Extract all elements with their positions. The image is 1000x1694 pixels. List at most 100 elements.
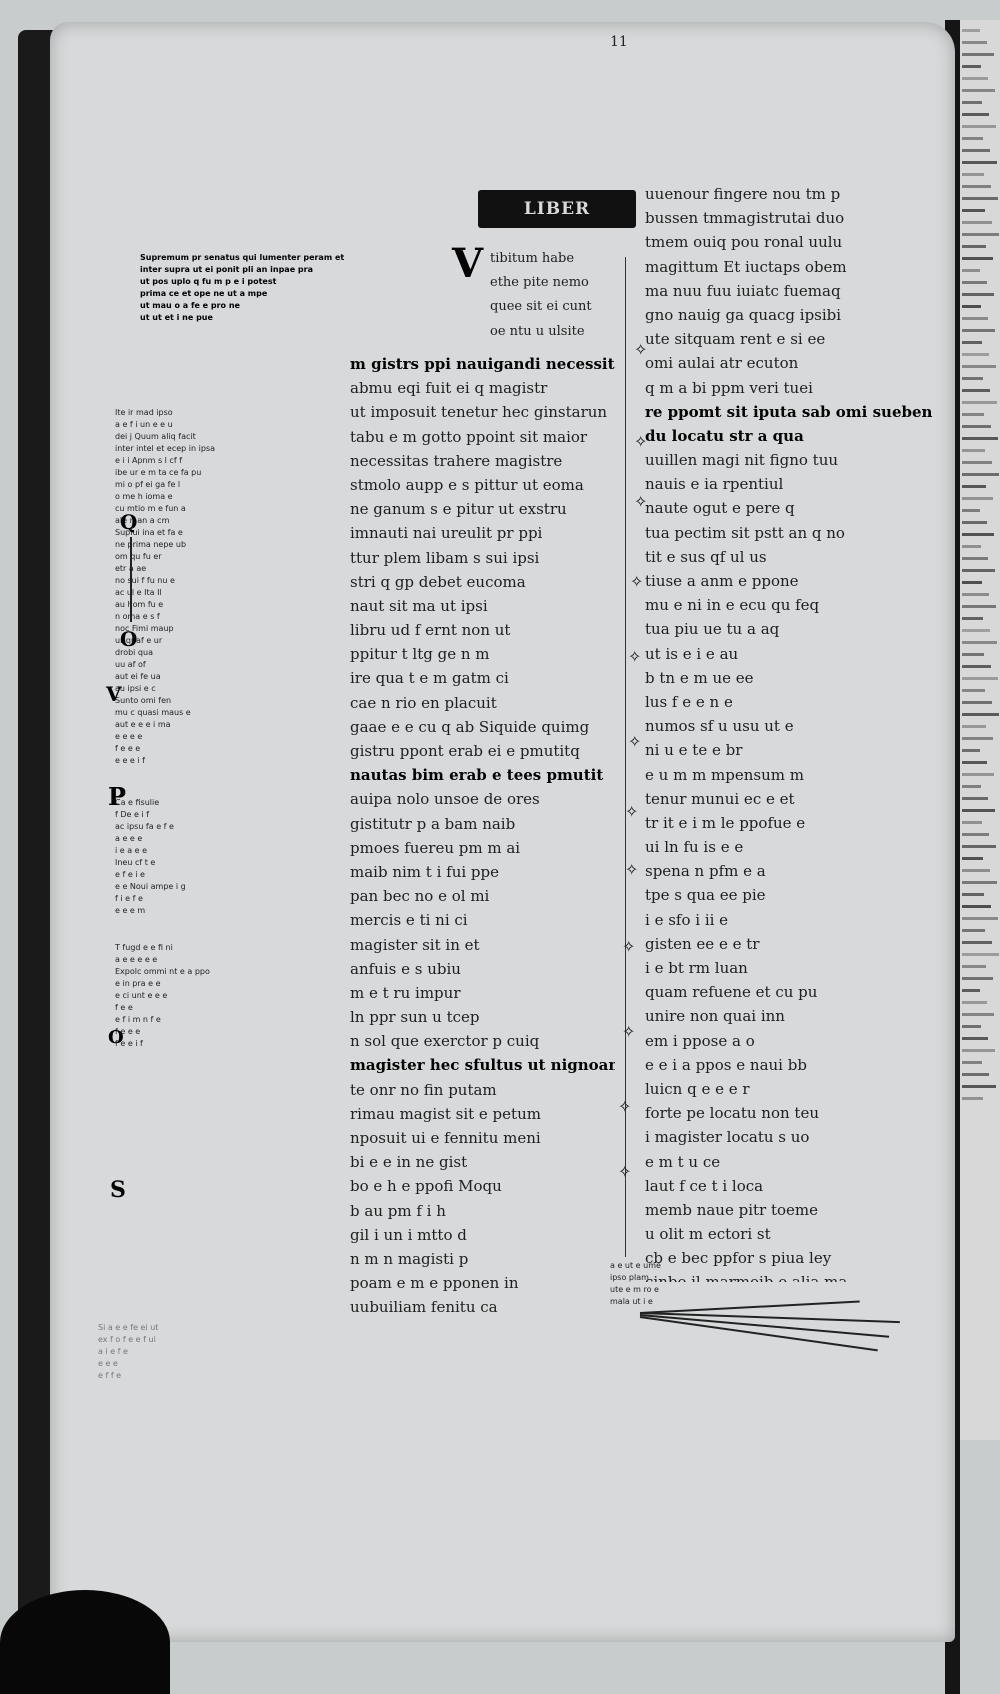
text-line: ni u e te e br bbox=[645, 741, 743, 760]
facing-page-strip bbox=[960, 20, 1000, 1440]
gloss-line: om qu fu er bbox=[115, 552, 162, 561]
text-line: tit e sus qf ul us bbox=[645, 547, 767, 566]
facing-page-line bbox=[962, 833, 989, 836]
gloss-line: n oma e s f bbox=[115, 612, 160, 621]
paragraph-marker: ✧ bbox=[634, 340, 648, 359]
facing-page-line bbox=[962, 377, 983, 380]
gloss-line: inter supra ut ei ponit pli an inpae pra bbox=[140, 265, 313, 274]
text-line: nposuit ui e fennitu meni bbox=[350, 1129, 541, 1147]
text-line: m e t ru impur bbox=[350, 983, 461, 1002]
facing-page-line bbox=[962, 965, 986, 968]
column-left-opening: tibitum habe ethe pite nemo quee sit ei … bbox=[490, 251, 592, 339]
gloss-line: Sunto omi fen bbox=[115, 696, 172, 705]
facing-page-line bbox=[962, 53, 994, 56]
gloss-line: mi o pf ei ga fe l bbox=[115, 480, 181, 489]
gloss-line: e e e bbox=[98, 1359, 118, 1368]
text-line: necessitas trahere magistre bbox=[350, 451, 563, 470]
facing-page-line bbox=[962, 989, 980, 992]
text-line: b tn e m ue ee bbox=[645, 668, 754, 687]
gloss-line: uu af of bbox=[115, 660, 146, 669]
facing-page-line bbox=[962, 233, 999, 236]
paragraph-marker: ✧ bbox=[625, 860, 639, 879]
facing-page-line bbox=[962, 401, 997, 404]
gloss-initial-s: S bbox=[110, 1177, 126, 1203]
text-line: memb naue pitr toeme bbox=[645, 1200, 819, 1219]
text-line: omi aulai atr ecuton bbox=[645, 354, 799, 373]
gloss-line: a e e e bbox=[115, 834, 143, 843]
text-line: numos sf u usu ut e bbox=[645, 717, 794, 736]
text-line: ui ln fu is e e bbox=[645, 838, 744, 857]
text-line: n sol que exerctor p cuiq bbox=[350, 1032, 540, 1051]
facing-page-line bbox=[962, 209, 985, 212]
text-line: abmu eqi fuit ei q magistr bbox=[350, 379, 548, 398]
text-line: du locatu str a qua bbox=[645, 426, 804, 445]
gloss-line: aut ei fe ua bbox=[115, 672, 161, 681]
text-line: ut imposuit tenetur hec ginstarun bbox=[350, 403, 608, 422]
text-line: pan bec no e ol mi bbox=[350, 887, 490, 906]
text-line: i e sfo i ii e bbox=[645, 910, 729, 929]
gloss-line: a e f i un e e u bbox=[115, 420, 173, 429]
gloss-line: a e ut e ume bbox=[610, 1261, 661, 1270]
text-line: pmoes fuereu pm m ai bbox=[350, 838, 521, 857]
upper-gloss: Supremum pr senatus qui lumenter peram e… bbox=[140, 252, 410, 342]
gloss-line: Si a e e fe ei ut bbox=[98, 1323, 159, 1332]
facing-page-line bbox=[962, 653, 984, 656]
paragraph-marker: ✧ bbox=[622, 1022, 636, 1041]
facing-page-line bbox=[962, 1037, 988, 1040]
text-line: u olit m ectori st bbox=[645, 1225, 771, 1244]
facing-page-line bbox=[962, 569, 995, 572]
facing-page-line bbox=[962, 941, 992, 944]
paragraph-marker: ✧ bbox=[618, 1162, 632, 1181]
text-line: tr it e i m le ppofue e bbox=[645, 813, 806, 832]
text-line: uuillen magi nit figno tuu bbox=[645, 451, 839, 470]
gloss-line: ute e m ro e bbox=[610, 1285, 659, 1294]
facing-page-line bbox=[962, 689, 985, 692]
paragraph-marker: ✧ bbox=[622, 937, 636, 956]
facing-page-line bbox=[962, 953, 999, 956]
facing-page-line bbox=[962, 1013, 994, 1016]
text-line: magister hec sfultus ut nignoan bbox=[350, 1056, 615, 1075]
gloss-line: Ite ir mad ipso bbox=[115, 408, 173, 417]
facing-page-line bbox=[962, 869, 990, 872]
facing-page-line bbox=[962, 881, 997, 884]
gloss-line: au hom fu e bbox=[115, 600, 164, 609]
gloss-line: f e e e bbox=[115, 1027, 141, 1036]
facing-page-line bbox=[962, 761, 987, 764]
facing-page-line bbox=[962, 161, 997, 164]
facing-page-line bbox=[962, 65, 981, 68]
text-line: unire non quai inn bbox=[645, 1007, 785, 1026]
facing-page-line bbox=[962, 1049, 995, 1052]
text-line: tmem ouiq pou ronal uulu bbox=[645, 233, 843, 252]
gloss-line: a e e e e e bbox=[115, 955, 158, 964]
gloss-line: f i e f e bbox=[115, 894, 143, 903]
facing-page-line bbox=[962, 785, 981, 788]
facing-page-line bbox=[962, 149, 990, 152]
gloss-line: f e e e bbox=[115, 744, 141, 753]
text-line: nauis e ia rpentiul bbox=[645, 475, 784, 494]
text-line: ma nuu fuu iuiatc fuemaq bbox=[645, 281, 841, 300]
gloss-line: ut pos uplo q fu m p e i potest bbox=[140, 277, 277, 286]
text-line: tua pectim sit pstt an q no bbox=[645, 523, 845, 542]
text-line: gaae e e cu q ab Siquide quimg bbox=[350, 717, 590, 736]
text-line: libru ud f ernt non ut bbox=[350, 621, 511, 640]
text-line: stri q gp debet eucoma bbox=[350, 572, 526, 591]
gloss-line: mu c quasi maus e bbox=[115, 708, 191, 717]
gloss-bracket bbox=[130, 537, 132, 622]
gloss-line: Supremum pr senatus qui lumenter peram e… bbox=[140, 253, 345, 262]
gloss-line: mala ut i e bbox=[610, 1297, 653, 1306]
facing-page-line bbox=[962, 341, 982, 344]
facing-page-line bbox=[962, 1073, 989, 1076]
facing-page-line bbox=[962, 257, 993, 260]
gloss-line: e f i m n f e bbox=[115, 1015, 161, 1024]
gloss-line: ale n an a cm bbox=[115, 516, 170, 525]
text-line: ln ppr sun u tcep bbox=[350, 1008, 480, 1027]
facing-page-line bbox=[962, 329, 995, 332]
text-line: spena n pfm e a bbox=[645, 862, 766, 881]
text-line: laut f ce t i loca bbox=[645, 1176, 764, 1195]
facing-page-line bbox=[962, 353, 989, 356]
facing-page-line bbox=[962, 29, 980, 32]
paragraph-marker: ✧ bbox=[634, 432, 648, 451]
